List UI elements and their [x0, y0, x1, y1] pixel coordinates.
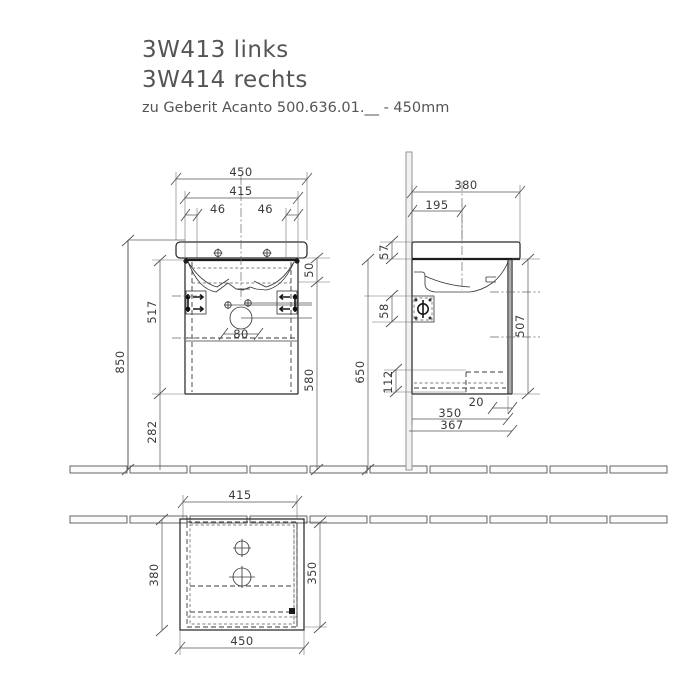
title-line-1: 3W413 links	[142, 37, 289, 63]
dim-367: 367	[409, 418, 518, 438]
cabinet-front-body	[183, 258, 312, 395]
dim-450-top: 450	[170, 165, 313, 240]
washbasin-side	[411, 241, 521, 293]
dim-label-46-left: 46	[210, 202, 225, 216]
dim-46-left: 46	[180, 202, 225, 258]
plan-tap-hole	[233, 539, 251, 557]
dim-label-415-top: 415	[229, 184, 252, 198]
dim-507: 507	[512, 253, 540, 400]
front-elevation-view: 450 415 46 46	[113, 165, 330, 476]
dim-850: 850	[113, 234, 135, 476]
dim-57: 57	[377, 235, 412, 265]
dim-label-850: 850	[113, 350, 127, 373]
dim-label-415-plan: 415	[228, 488, 251, 502]
title-line-2: 3W414 rechts	[142, 67, 308, 93]
dim-20: 20	[469, 395, 518, 415]
dim-label-350-plan: 350	[305, 561, 319, 584]
tap-hole-left	[213, 248, 223, 258]
dim-50: 50	[298, 252, 330, 288]
tap-hole-right	[262, 248, 272, 258]
dim-label-46-right: 46	[258, 202, 273, 216]
dim-label-282: 282	[145, 420, 159, 443]
dim-46-right: 46	[258, 202, 304, 258]
dim-380-side: 380	[406, 178, 526, 242]
dim-label-80: 80	[233, 327, 248, 341]
dim-label-50: 50	[302, 262, 316, 277]
dim-450-plan: 450	[174, 630, 310, 655]
dim-label-380-side: 380	[454, 178, 477, 192]
dim-label-507: 507	[513, 314, 527, 337]
wall-bracket-side	[411, 295, 435, 323]
dim-label-380-plan: 380	[147, 563, 161, 586]
dim-label-450-top: 450	[229, 165, 252, 179]
plan-drain-hole	[229, 566, 255, 588]
dim-282: 282	[145, 394, 161, 470]
dim-label-517: 517	[145, 300, 159, 323]
dim-350-plan: 350	[304, 516, 327, 634]
dim-380-plan: 380	[147, 513, 169, 637]
side-elevation-view: 380 195 57 58	[353, 151, 540, 476]
title-line-3: zu Geberit Acanto 500.636.01.__ - 450mm	[142, 100, 449, 116]
dim-415-top: 415	[179, 184, 304, 258]
washbasin-front	[175, 241, 308, 293]
dim-label-350-side: 350	[438, 406, 461, 420]
dim-label-367: 367	[440, 418, 463, 432]
dim-label-57: 57	[377, 244, 391, 259]
cabinet-side-body	[411, 259, 540, 395]
wall-bracket-right	[276, 290, 298, 315]
dim-label-195: 195	[425, 198, 448, 212]
dim-label-20: 20	[469, 395, 484, 409]
title-block: 3W413 links 3W414 rechts zu Geberit Acan…	[142, 37, 449, 116]
dim-label-112: 112	[381, 370, 395, 393]
dim-350-side: 350	[411, 396, 514, 426]
wall-bracket-left	[185, 290, 207, 315]
dim-label-58: 58	[377, 303, 391, 318]
dim-label-450-plan: 450	[230, 634, 253, 648]
dim-517: 517	[145, 254, 185, 400]
dim-58: 58	[364, 289, 412, 328]
dim-112: 112	[381, 363, 466, 398]
dim-415-plan: 415	[177, 488, 303, 519]
floor-line-upper	[69, 465, 668, 474]
dim-label-650: 650	[353, 360, 367, 383]
wall-section-side	[405, 151, 413, 471]
dim-650: 650	[353, 253, 375, 476]
plan-view: 415 380 350 450	[147, 488, 327, 655]
dim-label-580: 580	[302, 368, 316, 391]
dim-580: 580	[302, 282, 324, 476]
dim-195: 195	[407, 198, 467, 242]
dim-80: 80	[218, 327, 264, 341]
